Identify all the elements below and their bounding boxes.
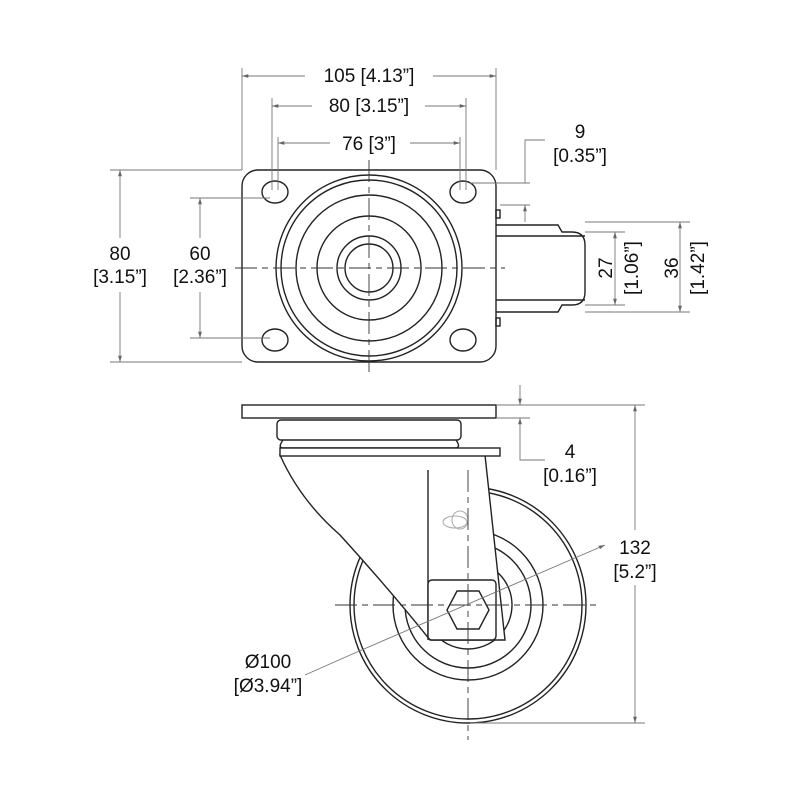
dim-hole-spacing-x: 80 [3.15”] — [329, 96, 409, 117]
dim-offset-mm: 9 — [575, 122, 586, 143]
dim-plate-length-mm: 80 — [109, 244, 130, 265]
dim-wheel-diameter-in: [Ø3.94”] — [234, 676, 303, 697]
dim-plate-thickness-mm: 4 — [565, 442, 576, 463]
dim-hole-spacing-y-in: [2.36”] — [173, 267, 227, 288]
top-view — [235, 160, 586, 375]
front-dimensions: 4 [0.16”] 132 [5.2”] Ø100 [Ø3.94”] — [234, 385, 657, 724]
dim-fork-width-in: [1.42”] — [688, 241, 709, 295]
dim-overall-height-mm: 132 — [619, 538, 651, 559]
dim-plate-length-in: [3.15”] — [93, 267, 147, 288]
top-dimensions: 105 [4.13”] 80 [3.15”] 76 [3”] 80 [3.15”… — [93, 66, 709, 363]
dim-overall-height-in: [5.2”] — [613, 562, 656, 583]
dim-plate-thickness-in: [0.16”] — [543, 466, 597, 487]
dim-plate-width: 105 [4.13”] — [324, 66, 415, 87]
dim-hole-spacing-x-alt: 76 [3”] — [342, 134, 396, 155]
dim-wheel-width-mm: 27 — [596, 257, 617, 278]
dim-fork-width-mm: 36 — [662, 257, 683, 278]
dim-wheel-width-in: [1.06”] — [622, 241, 643, 295]
dim-wheel-diameter-mm: Ø100 — [245, 652, 291, 673]
dim-hole-spacing-y-mm: 60 — [189, 244, 210, 265]
front-view — [241, 404, 600, 740]
dim-offset-in: [0.35”] — [553, 146, 607, 167]
